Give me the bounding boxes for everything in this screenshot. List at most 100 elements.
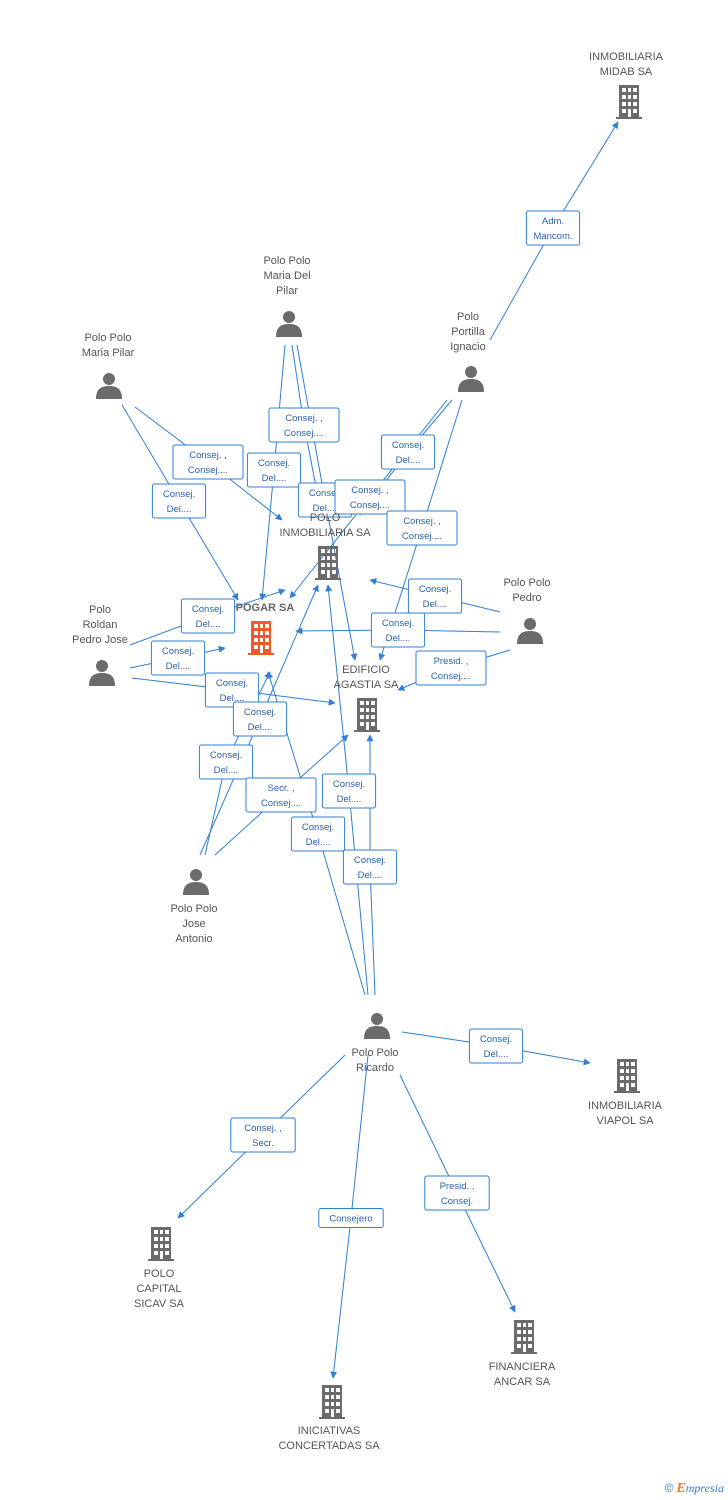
- person-icon: [517, 618, 543, 644]
- edge-label-mariapilar-to-pogar[interactable]: Consej. Del....: [151, 483, 207, 519]
- edge-label-mariadelpilar-to-polo_inmob[interactable]: Consej. , Consej....: [268, 407, 340, 443]
- node-label: Pedro Jose: [72, 634, 128, 646]
- edge-label-text: Consej.: [192, 604, 224, 615]
- edge-label-text: Consej....: [402, 531, 442, 542]
- edge-label-box: [380, 434, 436, 470]
- node-label: ANCAR SA: [494, 1376, 551, 1388]
- edge-label-portilla-to-agastia[interactable]: Consej. , Consej....: [386, 510, 458, 546]
- edge-label-pedro-to-agastia[interactable]: Presid. ,Consej....: [415, 650, 487, 686]
- building-icon: [614, 1059, 640, 1093]
- edge-label-box: [334, 479, 406, 515]
- edge-label-text: Del....: [423, 599, 448, 610]
- edge-label-box: [230, 1117, 296, 1153]
- node-pogar[interactable]: POGAR SA: [236, 602, 295, 655]
- edge-label-portilla-to-polo_inmob[interactable]: Consej.Del....: [380, 434, 436, 470]
- edge-label-ricardo-to-ancar[interactable]: Presid. ,Consej.: [424, 1175, 490, 1211]
- building-icon: [511, 1320, 537, 1354]
- edge-label-box: [290, 816, 346, 852]
- edge-label-text: Presid. ,: [440, 1181, 475, 1192]
- edge-label-box: [268, 407, 340, 443]
- person-icon: [276, 311, 302, 337]
- edge-label-ricardo-to-polo_inmob[interactable]: Consej. Del....: [321, 773, 377, 809]
- edge-label-portilla-to-midab[interactable]: Adm.Mancom.: [525, 210, 581, 246]
- edge-label-roldan-to-pogar[interactable]: Consej.Del....: [150, 640, 206, 676]
- brand-initial: E: [676, 1481, 686, 1496]
- person-icon: [364, 1013, 390, 1039]
- building-icon: [148, 1227, 174, 1261]
- edge-label-text: Del....: [167, 504, 192, 515]
- edge-label-text: Del....: [337, 794, 362, 805]
- node-label: CONCERTADAS SA: [278, 1440, 380, 1452]
- node-ancar[interactable]: FINANCIERA ANCAR SA: [489, 1320, 556, 1388]
- edge-label-text: Consej.: [302, 822, 334, 833]
- edge-label-roldan-to-agastia[interactable]: Consej.Del....: [204, 672, 260, 708]
- edge-label-text: Consej.: [333, 779, 365, 790]
- edge-label-box: [342, 849, 398, 885]
- edge-label-box: [318, 1208, 384, 1228]
- node-label: Polo Polo: [84, 332, 131, 344]
- edge-label-text: Consej....: [284, 428, 324, 439]
- edge-label-jose-to-agastia[interactable]: Secr. ,Consej....: [245, 777, 317, 813]
- edge-label-jose-to-pogar[interactable]: Consej. Del....: [198, 744, 254, 780]
- edge-label-ricardo-to-iniciativas[interactable]: Consejero: [318, 1208, 384, 1228]
- edge-label-box: [525, 210, 581, 246]
- edge-label-text: Consej....: [261, 798, 301, 809]
- edge-label-portilla-to-pogar[interactable]: Consej. ,Consej....: [334, 479, 406, 515]
- edge-label-box: [386, 510, 458, 546]
- node-label: CAPITAL: [136, 1283, 181, 1295]
- edge-label-mariapilar-to-polo_inmob[interactable]: Consej. ,Consej....: [172, 444, 244, 480]
- edge-label-text: Del....: [196, 619, 221, 630]
- edge-label-text: Consej.: [392, 440, 424, 451]
- person-icon: [183, 869, 209, 895]
- person-icon: [89, 660, 115, 686]
- edge-label-text: Consej.: [162, 646, 194, 657]
- edge-label-pedro-to-pogar[interactable]: Consej.Del....: [370, 612, 426, 648]
- edge-label-text: Consej.: [382, 618, 414, 629]
- edge-label-text: Consej....: [350, 500, 390, 511]
- edge-label-box: [407, 578, 463, 614]
- edge-label-ricardo-to-capital[interactable]: Consej. ,Secr.: [230, 1117, 296, 1153]
- node-label: Ignacio: [450, 341, 485, 353]
- edge-label-text: Consej.: [210, 750, 242, 761]
- edge-label-text: Consej.: [419, 584, 451, 595]
- building-icon: [354, 698, 380, 732]
- edge-label-jose-to-polo_inmob[interactable]: Consej.Del....: [232, 701, 288, 737]
- edge-label-pedro-to-polo_inmob[interactable]: Consej. Del....: [407, 578, 463, 614]
- edge-label-roldan-to-polo_inmob[interactable]: Consej. Del....: [180, 598, 236, 634]
- edge-label-text: Consej.: [163, 489, 195, 500]
- edge-label-ricardo-to-pogar[interactable]: Consej.Del....: [290, 816, 346, 852]
- building-icon: [315, 546, 341, 580]
- edge-label-text: Del....: [214, 765, 239, 776]
- edge-label-text: Consej. ,: [244, 1123, 282, 1134]
- edge-label-text: Consej. ,: [285, 413, 323, 424]
- edge-labels-layer: Adm.Mancom. Consej. , Consej.... Consej. Del…: [150, 210, 581, 1228]
- edge-label-text: Consej. ,: [403, 516, 441, 527]
- edge-label-box: [232, 701, 288, 737]
- node-label: POLO: [144, 1268, 175, 1280]
- edge-label-text: Del....: [484, 1049, 509, 1060]
- node-label: Polo Polo: [503, 577, 550, 589]
- node-label: Pedro: [512, 592, 541, 604]
- edge-label-box: [468, 1028, 524, 1064]
- edge-label-ricardo-to-agastia[interactable]: Consej. Del....: [342, 849, 398, 885]
- node-label: POGAR SA: [236, 602, 295, 614]
- edge-label-text: Del....: [358, 870, 383, 881]
- node-label: FINANCIERA: [489, 1361, 556, 1373]
- node-label: Roldan: [83, 619, 118, 631]
- edge-label-ricardo-to-viapol[interactable]: Consej.Del....: [468, 1028, 524, 1064]
- edge-label-text: Consej.: [354, 855, 386, 866]
- edge-label-mariadelpilar-to-pogar[interactable]: Consej.Del....: [246, 452, 302, 488]
